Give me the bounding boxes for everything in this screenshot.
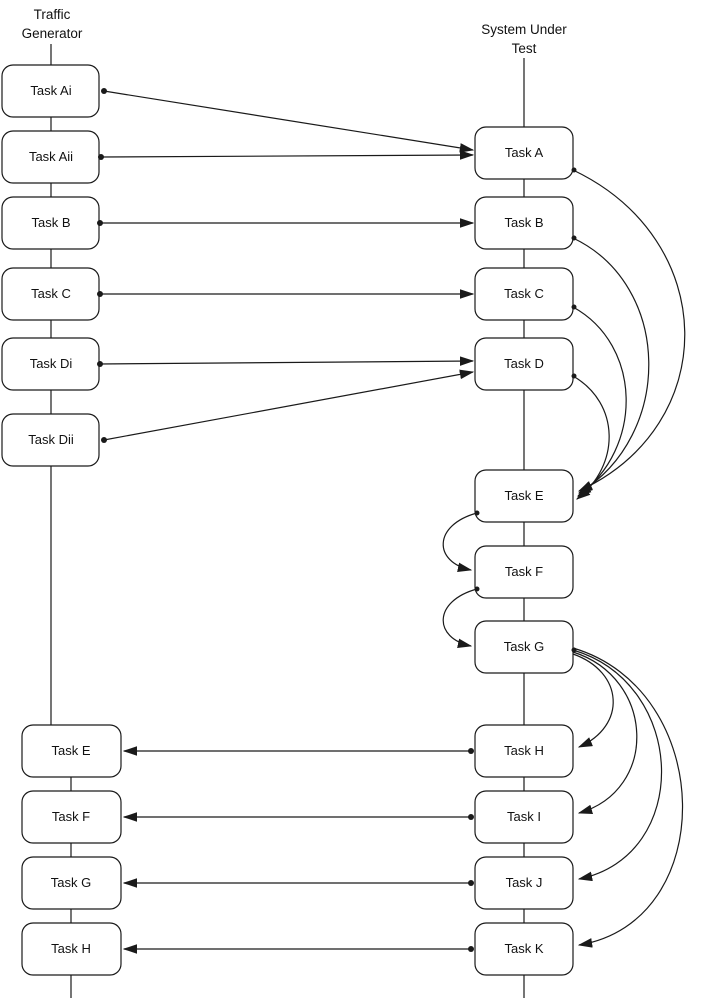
node-sut-task-e: Task E: [474, 469, 574, 523]
traffic-generator-header-line1: Traffic: [34, 7, 71, 22]
system-under-test-header-line1: System Under: [481, 22, 567, 37]
edge-sut-g-to-sut-k: [572, 647, 684, 948]
node-sut-task-i-shape: [474, 790, 574, 844]
edge-source-dot: [571, 235, 577, 241]
node-tg-task-b: Task B: [1, 196, 100, 250]
edge-source-dot: [101, 437, 107, 443]
edge-source-dot: [571, 373, 577, 379]
edge-source-dot: [571, 304, 577, 310]
node-tg-task-f: Task F: [21, 790, 122, 844]
node-sut-task-g-shape: [474, 620, 574, 674]
edge-sut-g-to-sut-j: [572, 649, 663, 882]
node-tg-task-h-label: Task H: [51, 941, 91, 956]
edge-source-dot: [98, 154, 104, 160]
edge-source-dot: [97, 220, 103, 226]
node-tg-task-c: Task C: [1, 267, 100, 321]
node-sut-task-k: Task K: [474, 922, 574, 976]
edge-sut-g-to-sut-i: [572, 651, 638, 814]
node-tg-task-g-label: Task G: [51, 875, 91, 890]
edge-source-dot: [468, 880, 474, 886]
edge-sut-b-to-sut-e: [572, 237, 650, 494]
edge-source-dot: [571, 647, 577, 653]
node-sut-task-c: Task C: [474, 267, 574, 321]
node-tg-task-dii-label: Task Dii: [28, 432, 74, 447]
system-under-test-header-line2: Test: [512, 41, 537, 56]
node-tg-task-aii: Task Aii: [1, 130, 100, 184]
edge-tg-aii-to-sut-a: [100, 150, 475, 160]
node-tg-task-ai-label: Task Ai: [30, 83, 71, 98]
node-sut-task-i-label: Task I: [507, 809, 541, 824]
node-sut-task-f-shape: [474, 545, 574, 599]
node-tg-task-dii: Task Dii: [1, 413, 100, 467]
node-sut-task-d: Task D: [474, 337, 574, 391]
edge-tg-di-to-sut-d: [98, 356, 475, 366]
node-sut-task-a-label: Task A: [505, 145, 544, 160]
node-sut-task-a-shape: [474, 126, 574, 180]
edge-sut-d-to-sut-e: [572, 375, 610, 500]
node-sut-task-c-shape: [474, 267, 574, 321]
edge-source-dot: [474, 586, 480, 592]
node-sut-task-b-label: Task B: [504, 215, 543, 230]
node-tg-task-h-shape: [21, 922, 122, 976]
node-sut-task-k-shape: [474, 922, 574, 976]
node-tg-task-h: Task H: [21, 922, 122, 976]
node-sut-task-b-shape: [474, 196, 574, 250]
node-sut-task-e-shape: [474, 469, 574, 523]
edge-source-dot: [571, 167, 577, 173]
node-sut-task-f: Task F: [474, 545, 574, 599]
node-tg-task-c-label: Task C: [31, 286, 71, 301]
node-sut-task-k-label: Task K: [504, 941, 543, 956]
node-sut-task-i: Task I: [474, 790, 574, 844]
edge-source-dot: [468, 748, 474, 754]
edge-source-dot: [474, 510, 480, 516]
node-tg-task-ai: Task Ai: [1, 64, 100, 118]
node-tg-task-di: Task Di: [1, 337, 100, 391]
node-tg-task-e-shape: [21, 724, 122, 778]
node-tg-task-ai-shape: [1, 64, 100, 118]
node-sut-task-a: Task A: [474, 126, 574, 180]
edge-tg-dii-to-sut-d: [103, 369, 475, 441]
node-tg-task-di-label: Task Di: [30, 356, 73, 371]
edge-sut-c-to-sut-e: [572, 306, 627, 497]
node-tg-task-e-label: Task E: [51, 743, 90, 758]
node-sut-task-g: Task G: [474, 620, 574, 674]
column-header-traffic-generator: Traffic Generator: [22, 7, 83, 41]
edge-source-dot: [468, 814, 474, 820]
node-sut-task-d-shape: [474, 337, 574, 391]
node-tg-task-e: Task E: [21, 724, 122, 778]
node-sut-task-h-shape: [474, 724, 574, 778]
traffic-generator-header-line2: Generator: [22, 26, 83, 41]
node-tg-task-b-label: Task B: [31, 215, 70, 230]
node-sut-task-j: Task J: [474, 856, 574, 910]
node-sut-task-b: Task B: [474, 196, 574, 250]
edge-source-dot: [97, 361, 103, 367]
node-tg-task-dii-shape: [1, 413, 100, 467]
edge-sut-e-to-sut-f: [442, 512, 478, 572]
edge-source-dot: [97, 291, 103, 297]
node-sut-task-j-label: Task J: [506, 875, 543, 890]
node-sut-task-e-label: Task E: [504, 488, 543, 503]
edge-tg-ai-to-sut-a: [103, 90, 475, 153]
node-tg-task-f-shape: [21, 790, 122, 844]
node-sut-task-d-label: Task D: [504, 356, 544, 371]
node-tg-task-g: Task G: [21, 856, 122, 910]
edge-sut-f-to-sut-g: [442, 588, 478, 648]
node-tg-task-aii-label: Task Aii: [29, 149, 73, 164]
edge-sut-a-to-sut-e: [572, 169, 686, 492]
node-sut-task-h: Task H: [474, 724, 574, 778]
edge-source-dot: [101, 88, 107, 94]
edge-source-dot: [468, 946, 474, 952]
node-sut-task-g-label: Task G: [504, 639, 544, 654]
node-tg-task-g-shape: [21, 856, 122, 910]
node-sut-task-h-label: Task H: [504, 743, 544, 758]
node-sut-task-f-label: Task F: [505, 564, 543, 579]
node-sut-task-c-label: Task C: [504, 286, 544, 301]
node-sut-task-j-shape: [474, 856, 574, 910]
node-tg-task-f-label: Task F: [52, 809, 90, 824]
column-header-system-under-test: System Under Test: [481, 22, 567, 56]
edge-sut-g-to-sut-h: [572, 653, 614, 748]
